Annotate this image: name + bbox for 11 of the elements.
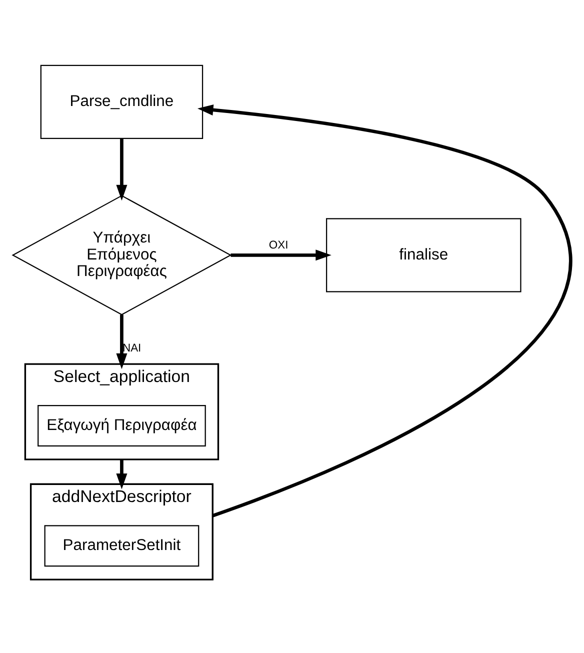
arrow xyxy=(116,314,128,369)
node-diamond: Υπάρχει Επόμενος Περιγραφέας xyxy=(12,194,232,315)
node-box: finalise xyxy=(326,218,522,292)
node-box: Εξαγωγή Περιγραφέα xyxy=(38,404,206,446)
arrow xyxy=(197,104,572,517)
node-box: Parse_cmdline xyxy=(40,64,204,138)
node-box: ParameterSetInit xyxy=(44,524,200,566)
arrow xyxy=(230,249,332,260)
edge-label: ΟΧΙ xyxy=(268,238,288,251)
arrow xyxy=(116,138,128,200)
arrow xyxy=(116,458,128,489)
